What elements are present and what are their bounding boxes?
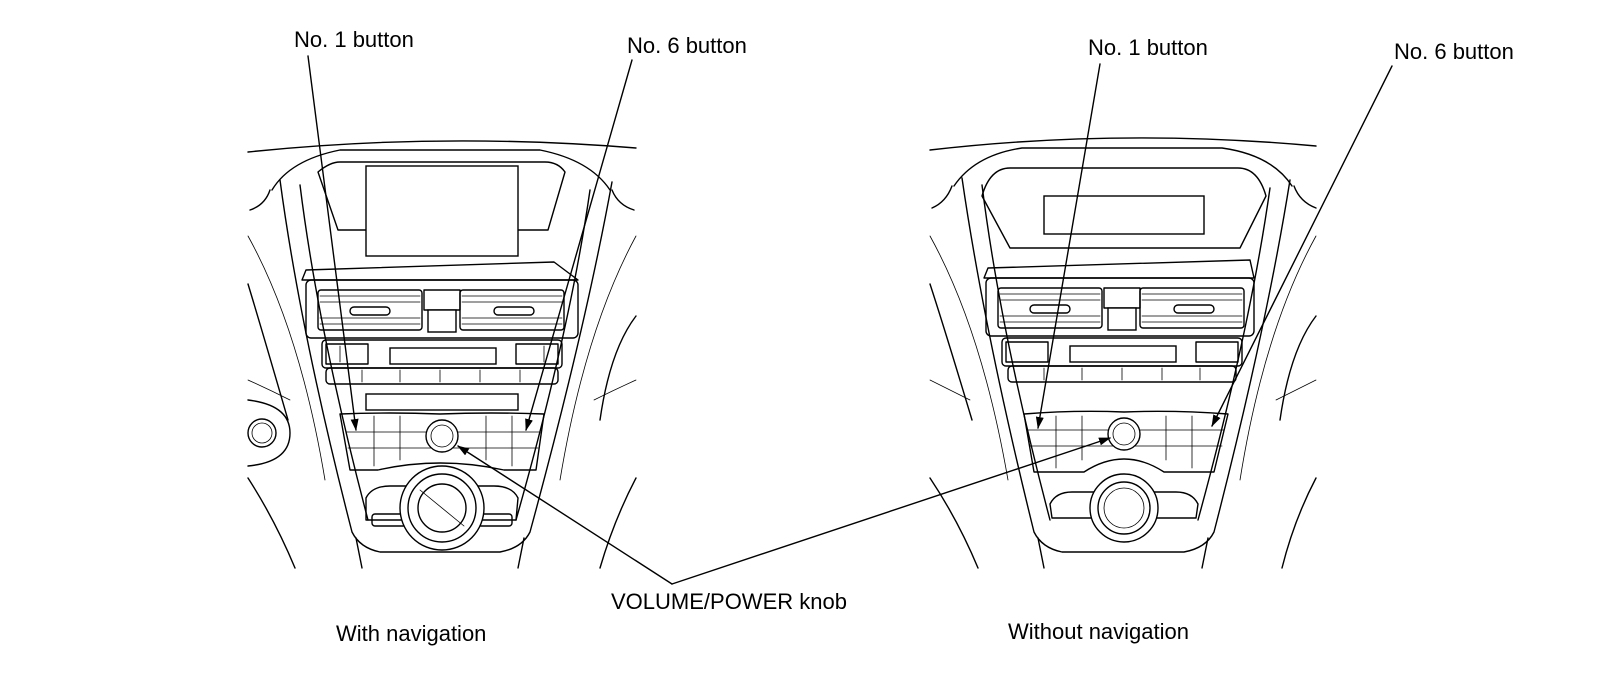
leader-left-no6 xyxy=(525,59,633,431)
caption-with-navigation: With navigation xyxy=(336,621,487,646)
leader-right-no6 xyxy=(1211,65,1393,427)
leader-volume-left xyxy=(457,445,673,585)
right-no1-label: No. 1 button xyxy=(1088,35,1208,60)
left-no6-label: No. 6 button xyxy=(627,33,747,58)
volume-power-knob-label: VOLUME/POWER knob xyxy=(611,589,847,614)
caption-without-navigation: Without navigation xyxy=(1008,619,1189,644)
left-no1-label: No. 1 button xyxy=(294,27,414,52)
callout-leaders xyxy=(307,55,1393,585)
leader-left-no1 xyxy=(307,55,359,431)
dashboard-without-navigation xyxy=(929,137,1317,569)
dashboard-with-navigation xyxy=(247,140,637,569)
right-no6-label: No. 6 button xyxy=(1394,39,1514,64)
leader-right-no1 xyxy=(1035,63,1101,429)
leader-volume-right xyxy=(671,437,1111,585)
